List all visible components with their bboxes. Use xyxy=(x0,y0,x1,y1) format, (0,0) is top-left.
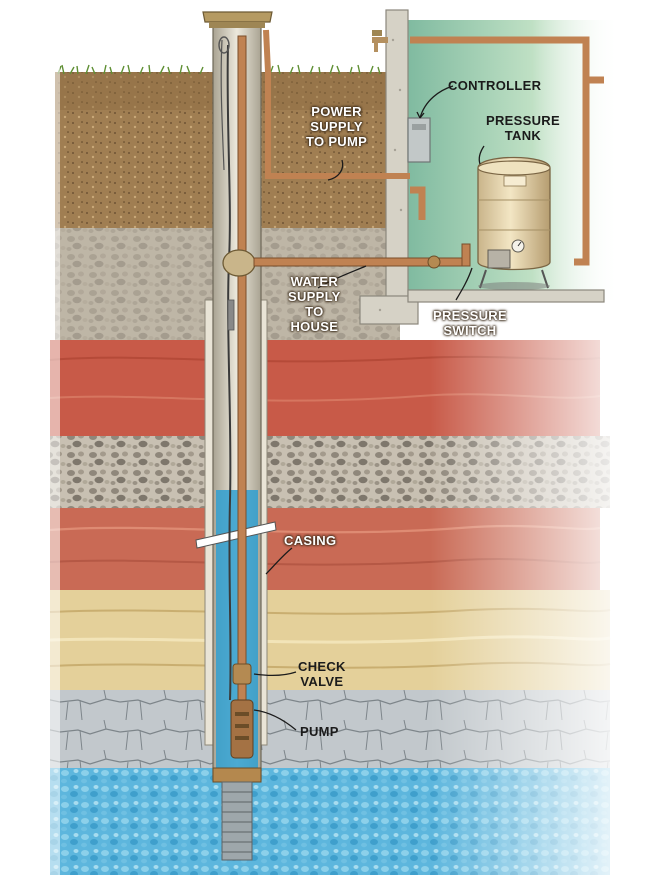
edge-fade-left xyxy=(0,60,60,875)
drop-pipe xyxy=(218,35,256,757)
check-valve-and-pump xyxy=(230,663,254,759)
well-screen xyxy=(212,767,262,861)
label-check-valve: CHECK VALVE xyxy=(298,659,346,689)
edge-fade xyxy=(430,340,648,875)
label-water-supply-to-house: WATER SUPPLY TO HOUSE xyxy=(288,274,341,334)
leader-lines xyxy=(253,85,485,731)
pressure-switch xyxy=(487,239,525,269)
label-pump: PUMP xyxy=(300,724,339,739)
label-controller: CONTROLLER xyxy=(448,78,542,93)
label-pressure-tank: PRESSURE TANK xyxy=(486,113,560,143)
label-casing: CASING xyxy=(284,533,337,548)
label-pressure-switch: PRESSURE SWITCH xyxy=(433,308,507,338)
water-supply-pipe xyxy=(253,30,604,269)
pressure-tank xyxy=(477,156,551,290)
label-power-supply-to-pump: POWER SUPPLY TO PUMP xyxy=(306,104,368,149)
controller-box xyxy=(407,117,431,163)
